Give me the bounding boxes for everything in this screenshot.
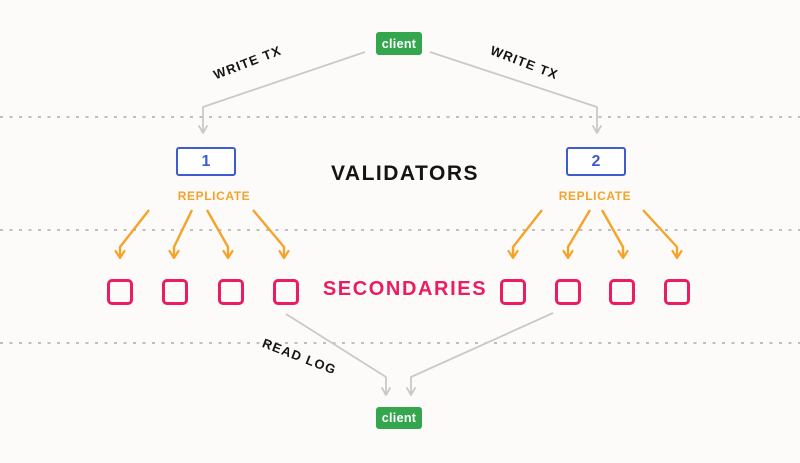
replicate-arrow-right-1 bbox=[507, 209, 543, 260]
validator-node-2: 2 bbox=[566, 147, 626, 176]
replicate-arrow-right-4 bbox=[642, 209, 683, 260]
secondaries-group-left bbox=[107, 279, 299, 305]
replicate-label-right: REPLICATE bbox=[558, 189, 632, 203]
replicate-arrow-left-4 bbox=[252, 209, 290, 260]
client-node-top: client bbox=[376, 32, 422, 55]
replicate-label-left: REPLICATE bbox=[177, 189, 251, 203]
secondary-node bbox=[663, 279, 690, 305]
write-tx-arrow-right bbox=[429, 51, 602, 134]
secondary-node bbox=[217, 279, 244, 305]
read-log-arrow-right bbox=[406, 312, 554, 396]
replicate-arrow-left-2 bbox=[168, 209, 194, 260]
validator-node-1: 1 bbox=[176, 147, 236, 176]
replicate-arrow-right-2 bbox=[562, 209, 592, 260]
secondary-node bbox=[609, 279, 636, 305]
replicate-arrow-right-3 bbox=[600, 209, 629, 260]
validators-label: VALIDATORS bbox=[330, 162, 479, 185]
secondary-node bbox=[554, 279, 581, 305]
secondaries-label: SECONDARIES bbox=[322, 278, 488, 300]
replicate-arrow-left-3 bbox=[205, 209, 234, 260]
secondary-node bbox=[500, 279, 526, 305]
replicate-arrow-left-1 bbox=[114, 209, 150, 260]
secondary-node bbox=[162, 279, 189, 305]
write-tx-arrow-left bbox=[198, 51, 366, 134]
secondaries-group-right bbox=[500, 279, 690, 305]
read-log-arrow-left bbox=[285, 313, 391, 396]
secondary-node bbox=[107, 279, 133, 305]
secondary-node bbox=[272, 279, 299, 305]
client-node-bottom: client bbox=[376, 407, 422, 429]
